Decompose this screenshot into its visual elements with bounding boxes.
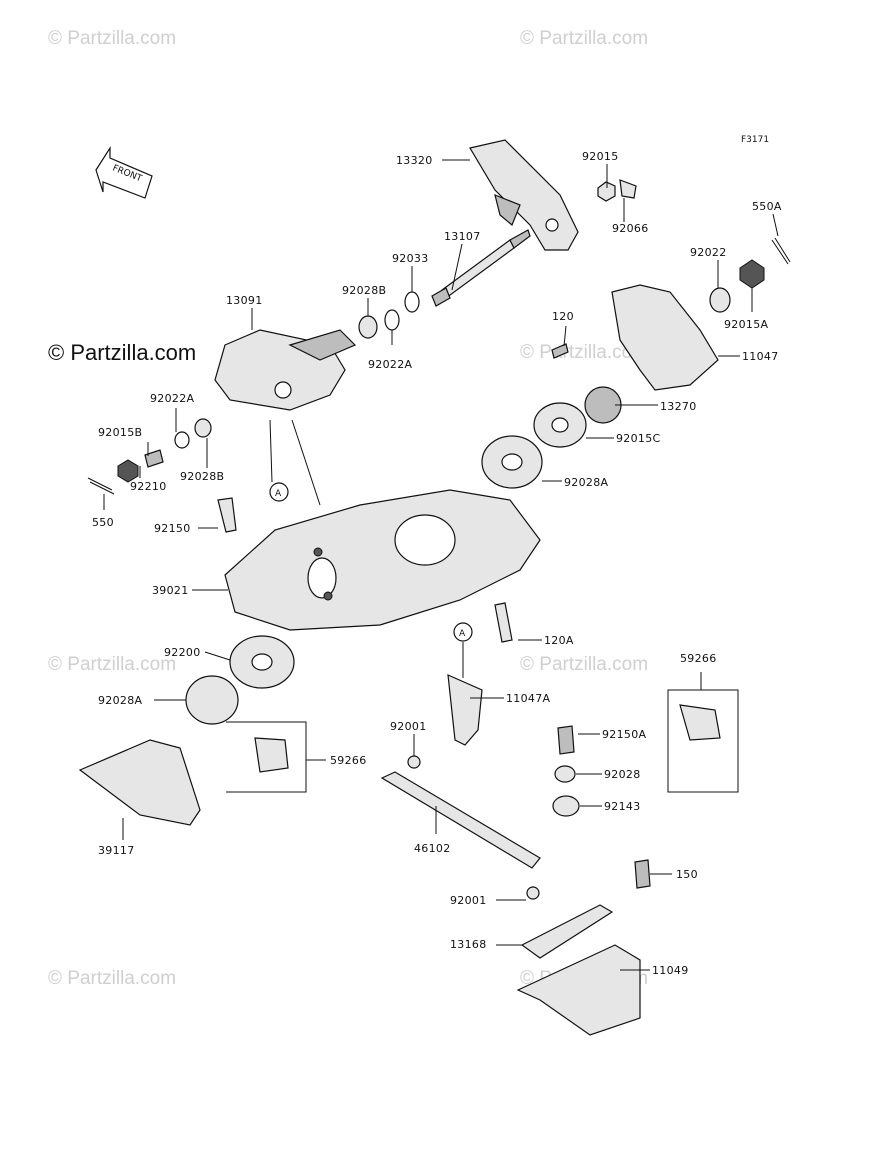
watermark: © Partzilla.com [520, 342, 648, 363]
figure-code: F3171 [741, 135, 769, 145]
clip-92066 [619, 179, 637, 199]
ball-joint-92001-bottom [526, 886, 540, 900]
label-92022: 92022 [690, 246, 727, 259]
label-13270: 13270 [660, 400, 697, 413]
ref-mark-a [269, 482, 289, 502]
arm-11047A [447, 674, 483, 746]
bracket-11047 [611, 284, 719, 391]
nut-92015 [597, 181, 616, 202]
circlip-92033 [404, 291, 420, 313]
bushing-92028B-top [358, 315, 378, 339]
label-92022A-top: 92022A [368, 358, 412, 371]
base-plate-39021 [224, 489, 541, 631]
bushing-92028A-left [185, 675, 239, 725]
label-550A: 550A [752, 200, 782, 213]
cotter-pin-550A [771, 237, 791, 265]
label-92028B-left: 92028B [180, 470, 224, 483]
label-92015A: 92015A [724, 318, 768, 331]
label-92015: 92015 [582, 150, 619, 163]
label-92022A-left: 92022A [150, 392, 194, 405]
watermark: © Partzilla.com [48, 28, 176, 49]
label-120: 120 [552, 310, 574, 323]
boot-59266-left [254, 737, 289, 773]
bushing-92028 [554, 765, 576, 783]
bolt-92150A [557, 725, 575, 755]
spacer-92143 [552, 795, 580, 817]
castle-nut-92015B [117, 459, 139, 483]
housing-13091 [214, 329, 357, 411]
label-59266-right: 59266 [680, 652, 717, 665]
label-92001-top: 92001 [390, 720, 427, 733]
bolt-92150 [217, 497, 237, 533]
label-92066: 92066 [612, 222, 649, 235]
label-92001-bottom: 92001 [450, 894, 487, 907]
label-92028A-right: 92028A [564, 476, 608, 489]
label-13168: 13168 [450, 938, 487, 951]
label-39021: 39021 [152, 584, 189, 597]
label-92143: 92143 [604, 800, 641, 813]
label-92015B: 92015B [98, 426, 142, 439]
label-13091: 13091 [226, 294, 263, 307]
label-550: 550 [92, 516, 114, 529]
label-92028: 92028 [604, 768, 641, 781]
ref-mark-a-label: A [275, 489, 282, 499]
label-59266-left: 59266 [330, 754, 367, 767]
label-92150A: 92150A [602, 728, 646, 741]
label-13107: 13107 [444, 230, 481, 243]
label-92210: 92210 [130, 480, 167, 493]
shaft-13107 [431, 229, 531, 307]
cotter-pin-550 [87, 477, 115, 495]
bolt-120A [494, 602, 513, 643]
bolt-150 [634, 859, 651, 889]
front-arrow-icon: FRONT [95, 145, 153, 199]
bushing-92028B-left [194, 418, 212, 438]
label-11047: 11047 [742, 350, 779, 363]
washer-92022 [709, 287, 731, 313]
rod-46102 [380, 771, 541, 869]
handle-part [469, 139, 579, 251]
label-92015C: 92015C [616, 432, 660, 445]
label-120A: 120A [544, 634, 574, 647]
ball-joint-92001-top [407, 755, 421, 769]
label-46102: 46102 [414, 842, 451, 855]
label-92033: 92033 [392, 252, 429, 265]
watermark: © Partzilla.com [48, 968, 176, 989]
boot-59266-right [679, 704, 721, 741]
label-92028A-left: 92028A [98, 694, 142, 707]
watermark: © Partzilla.com [520, 28, 648, 49]
watermark: © Partzilla.com [520, 654, 648, 675]
label-11047A: 11047A [506, 692, 550, 705]
label-92150: 92150 [154, 522, 191, 535]
castle-nut-92015A [739, 259, 765, 289]
plate-13168 [520, 904, 614, 959]
ref-mark-a [453, 622, 473, 642]
washer-92022A-left [174, 431, 190, 449]
ref-mark-a-label: A [459, 629, 466, 639]
bushing-92210 [144, 449, 164, 468]
label-92028B-top: 92028B [342, 284, 386, 297]
watermark: © Partzilla.com [48, 654, 176, 675]
label-13320: 13320 [396, 154, 433, 167]
watermark-main: © Partzilla.com [48, 340, 196, 365]
label-11049: 11049 [652, 964, 689, 977]
label-150: 150 [676, 868, 698, 881]
bolt-120 [551, 343, 569, 359]
label-39117: 39117 [98, 844, 135, 857]
bracket-11049 [516, 944, 641, 1036]
washer-92022A-top [384, 309, 400, 331]
leader-lines [103, 159, 779, 971]
arm-39117 [78, 739, 201, 826]
label-92200: 92200 [164, 646, 201, 659]
